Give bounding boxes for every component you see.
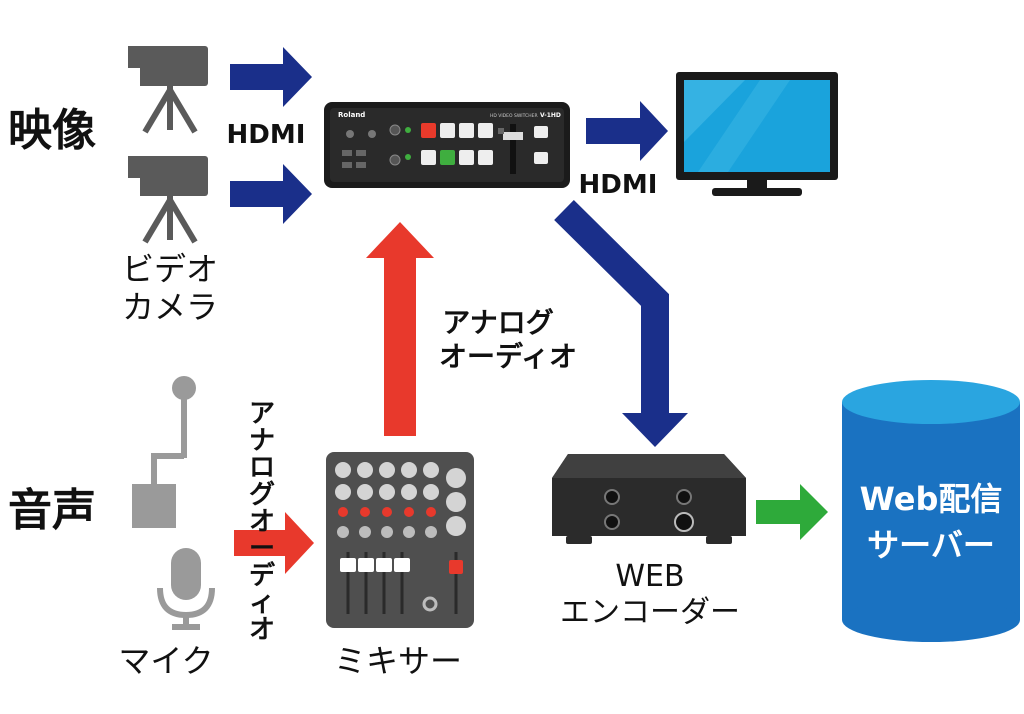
monitor-icon xyxy=(676,72,838,196)
analog-audio-label-vertical: アナログオーディオ xyxy=(249,399,276,645)
mixer-icon xyxy=(326,452,474,628)
web-server-icon xyxy=(842,380,1020,642)
microphone-icon xyxy=(157,548,215,630)
switcher-model: V-1HD xyxy=(540,112,561,119)
camera-icon-top xyxy=(128,46,208,134)
analog-audio-label-line1: アナログ xyxy=(442,306,553,339)
arrow-switcher-to-encoder xyxy=(554,200,669,415)
video-camera-label-line1: ビデオ xyxy=(122,250,218,288)
microphone-label: マイク xyxy=(118,642,213,680)
switcher-button xyxy=(478,150,493,165)
web-server-label-line1: Web配信 xyxy=(860,480,1003,518)
video-section-label: 映像 xyxy=(8,105,96,156)
switcher-button xyxy=(421,123,436,138)
arrow-mixer-to-switcher xyxy=(366,222,434,436)
web-server-label-line2: サーバー xyxy=(867,526,995,564)
switcher-button xyxy=(421,150,436,165)
switcher-button xyxy=(459,150,474,165)
audio-section-label: 音声 xyxy=(8,485,96,536)
switcher-button xyxy=(440,150,455,165)
web-encoder-label-line2: エンコーダー xyxy=(560,595,740,630)
switcher-brand: Roland xyxy=(338,111,365,119)
arrow-camera-bottom-to-switcher xyxy=(230,164,312,224)
arrow-mic-to-mixer xyxy=(234,512,314,574)
arrow-encoder-to-server xyxy=(756,484,828,540)
switcher-button xyxy=(440,123,455,138)
video-switcher: Roland HD VIDEO SWITCHER V-1HD xyxy=(324,102,570,188)
hdmi-label-camera: HDMI xyxy=(227,120,306,150)
switcher-subtitle: HD VIDEO SWITCHER xyxy=(490,113,538,119)
arrow-switcher-to-monitor xyxy=(586,101,668,161)
switcher-button xyxy=(459,123,474,138)
arrow-switcher-to-encoder-head xyxy=(622,413,688,447)
web-encoder-label-line1: WEB xyxy=(615,559,684,594)
hdmi-label-monitor: HDMI xyxy=(579,170,658,200)
analog-audio-label-line2: オーディオ xyxy=(439,340,577,373)
switcher-button xyxy=(478,123,493,138)
mixer-label: ミキサー xyxy=(334,642,462,680)
mic-stand-icon xyxy=(132,376,196,528)
arrow-camera-top-to-switcher xyxy=(230,47,312,107)
camera-icon-bottom xyxy=(128,156,208,244)
video-camera-label-line2: カメラ xyxy=(122,288,218,326)
web-encoder-icon xyxy=(552,454,746,544)
